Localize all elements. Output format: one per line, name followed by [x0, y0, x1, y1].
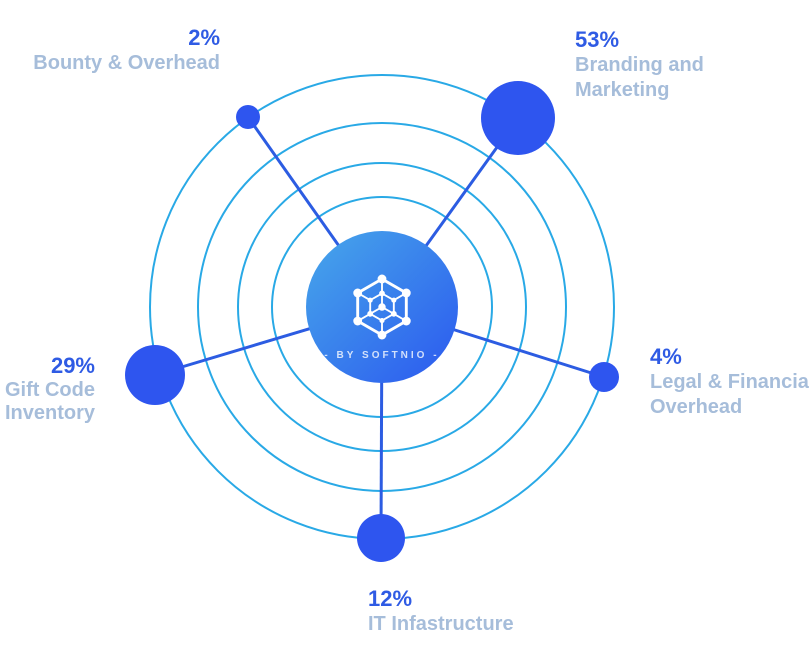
segment-name: Bounty & Overhead	[33, 52, 220, 74]
dot-branding	[481, 81, 555, 155]
network-hexagon-icon	[353, 274, 411, 340]
segment-name: Branding and Marketing	[575, 54, 704, 101]
segment-label-bounty: 2% Bounty & Overhead	[33, 25, 220, 76]
segment-name: Legal & Financial Overhead	[650, 371, 810, 418]
segment-label-branding: 53% Branding and Marketing	[575, 27, 750, 103]
segment-label-it-infrastructure: 12% IT Infastructure	[368, 586, 514, 637]
dot-legal	[589, 362, 619, 392]
dot-it-infra	[357, 514, 405, 562]
segment-pct: 2%	[188, 25, 220, 50]
segment-label-gift-code: 29% Gift Code Inventory	[0, 353, 95, 425]
dot-bounty	[236, 105, 260, 129]
segment-pct: 12%	[368, 586, 413, 611]
segment-label-legal: 4% Legal & Financial Overhead	[650, 344, 810, 420]
dot-gift-code	[125, 345, 185, 405]
segment-name: Gift Code Inventory	[4, 379, 95, 424]
segment-pct: 53%	[575, 27, 620, 52]
brand-text: - BY SOFTNIO -	[324, 350, 440, 361]
segment-name: IT Infastructure	[368, 613, 514, 635]
center-circle: - BY SOFTNIO -	[306, 231, 458, 383]
segment-pct: 29%	[50, 353, 95, 378]
segment-pct: 4%	[650, 344, 682, 369]
